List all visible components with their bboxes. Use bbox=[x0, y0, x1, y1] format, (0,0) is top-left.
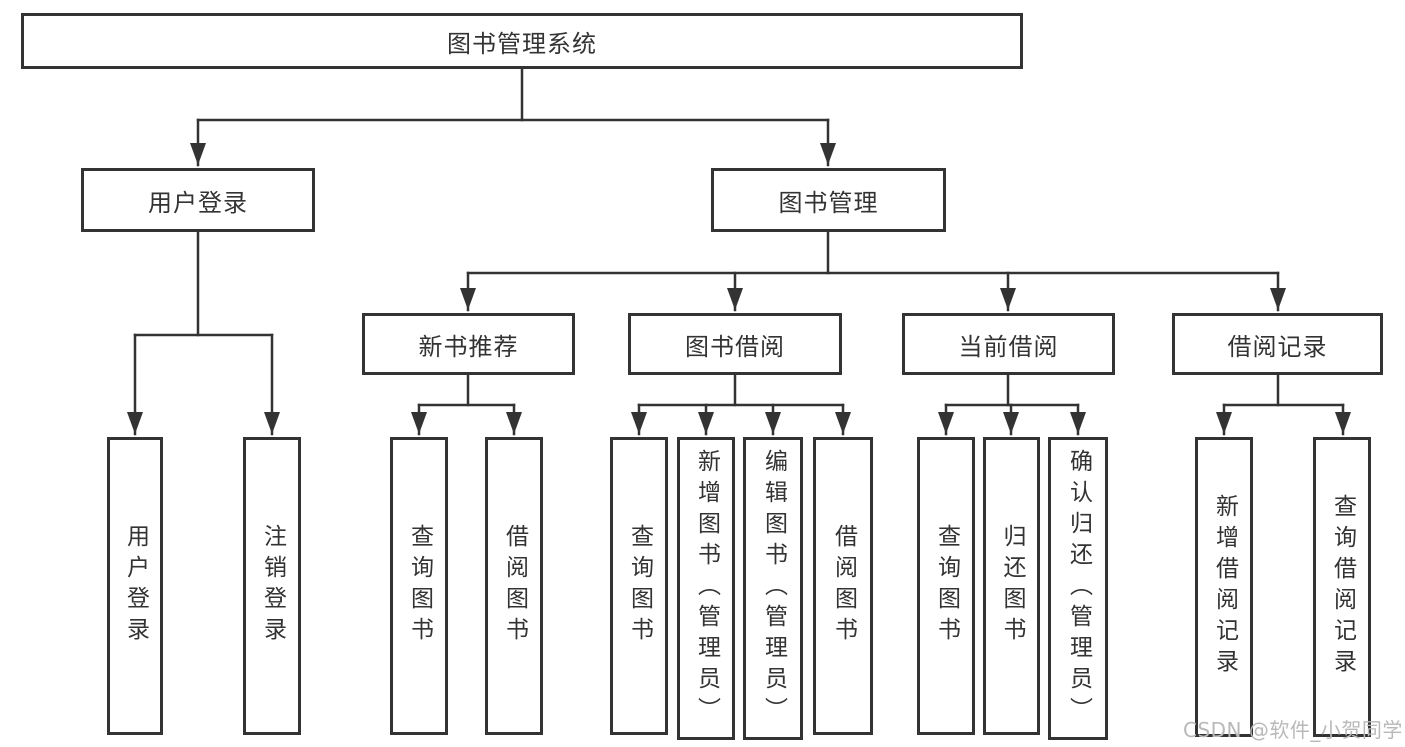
leaf-bb-edit: 编辑图书（管理员） bbox=[743, 437, 803, 740]
leaf-br-query-label: 查询借阅记录 bbox=[1329, 494, 1356, 680]
leaf-cb-return-label: 归还图书 bbox=[999, 524, 1025, 648]
leaf-br-add-label: 新增借阅记录 bbox=[1211, 494, 1238, 680]
csdn-watermark: CSDN @软件_小贺同学 bbox=[1183, 718, 1403, 742]
leaf-bb-query: 查询图书 bbox=[610, 437, 668, 735]
node-book-mgmt-branch: 图书管理 bbox=[711, 168, 946, 232]
node-borrow-records: 借阅记录 bbox=[1172, 313, 1383, 375]
leaf-bb-add: 新增图书（管理员） bbox=[677, 437, 735, 740]
leaf-nbr-query: 查询图书 bbox=[390, 437, 448, 735]
leaf-login-label: 用户登录 bbox=[122, 524, 149, 648]
leaf-bb-add-label: 新增图书（管理员） bbox=[693, 449, 720, 728]
leaf-bb-borrow: 借阅图书 bbox=[813, 437, 873, 735]
leaf-nbr-borrow: 借阅图书 bbox=[485, 437, 543, 735]
leaf-nbr-query-label: 查询图书 bbox=[406, 524, 433, 648]
leaf-bb-borrow-label: 借阅图书 bbox=[830, 524, 857, 648]
leaf-cb-return: 归还图书 bbox=[983, 437, 1040, 735]
node-user-login-branch-label: 用户登录 bbox=[148, 188, 248, 217]
node-current-borrow-label: 当前借阅 bbox=[958, 332, 1059, 361]
leaf-logout-label: 注销登录 bbox=[259, 524, 286, 648]
leaf-cb-query: 查询图书 bbox=[917, 437, 975, 735]
node-root-label: 图书管理系统 bbox=[447, 29, 597, 58]
leaf-logout: 注销登录 bbox=[243, 437, 301, 735]
node-new-book-rec-label: 新书推荐 bbox=[418, 332, 519, 361]
node-book-borrow: 图书借阅 bbox=[628, 313, 842, 375]
leaf-cb-confirm-label: 确认归还（管理员） bbox=[1065, 449, 1092, 728]
node-user-login-branch: 用户登录 bbox=[81, 168, 315, 232]
leaf-bb-query-label: 查询图书 bbox=[626, 524, 653, 648]
leaf-nbr-borrow-label: 借阅图书 bbox=[501, 524, 528, 648]
leaf-bb-edit-label: 编辑图书（管理员） bbox=[760, 449, 787, 728]
node-new-book-rec: 新书推荐 bbox=[362, 313, 575, 375]
leaf-br-query: 查询借阅记录 bbox=[1313, 437, 1371, 737]
node-current-borrow: 当前借阅 bbox=[902, 313, 1115, 375]
node-book-mgmt-branch-label: 图书管理 bbox=[778, 188, 879, 217]
leaf-cb-confirm: 确认归还（管理员） bbox=[1048, 437, 1108, 740]
leaf-cb-query-label: 查询图书 bbox=[933, 524, 960, 648]
node-borrow-records-label: 借阅记录 bbox=[1227, 332, 1328, 361]
node-root: 图书管理系统 bbox=[21, 13, 1023, 69]
node-book-borrow-label: 图书借阅 bbox=[685, 332, 785, 361]
leaf-br-add: 新增借阅记录 bbox=[1195, 437, 1253, 737]
leaf-login: 用户登录 bbox=[107, 437, 163, 735]
